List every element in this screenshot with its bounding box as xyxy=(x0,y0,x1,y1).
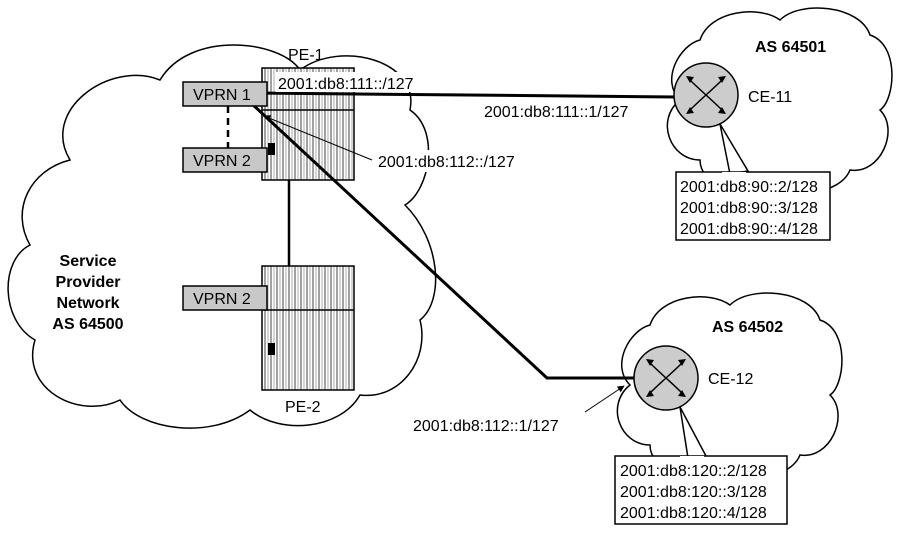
pe2-label: PE-2 xyxy=(285,399,321,416)
ce11-prefix-2: 2001:db8:90::3/128 xyxy=(680,200,818,217)
ce12-prefix-3: 2001:db8:120::4/128 xyxy=(620,505,767,522)
pe1-ce12-pe-address: 2001:db8:112::/127 xyxy=(378,154,515,171)
provider-label-3: Network xyxy=(56,295,119,312)
ce12-router xyxy=(633,345,699,411)
as64501-cloud xyxy=(666,7,893,193)
pe1-ce12-ce-address: 2001:db8:112::1/127 xyxy=(413,418,559,435)
link-label-bg-2 xyxy=(374,150,556,172)
pe2-vprn2-label: VPRN 2 xyxy=(193,291,251,308)
as64501-label: AS 64501 xyxy=(755,39,826,56)
ce12-label: CE-12 xyxy=(708,371,753,388)
as64502-cloud xyxy=(616,292,843,478)
pe1-ce12-address-arrow xyxy=(263,115,373,161)
ce11-prefix-3: 2001:db8:90::4/128 xyxy=(680,221,818,238)
pe1-vprn2-box[interactable] xyxy=(182,147,268,173)
pe1-vprn2-label: VPRN 2 xyxy=(193,153,251,170)
ce11-label: CE-11 xyxy=(748,89,792,106)
ce12-prefix-1: 2001:db8:120::2/128 xyxy=(620,463,767,480)
ce12-prefix-box xyxy=(614,455,788,525)
pe1-ce11-link xyxy=(249,91,678,99)
link-label-bg xyxy=(276,72,428,92)
ce12-prefix-2: 2001:db8:120::3/128 xyxy=(620,484,767,501)
pe1-vprn1-box[interactable] xyxy=(182,81,268,107)
ce11-router xyxy=(673,62,739,128)
pe1-ce12-link xyxy=(250,102,637,380)
provider-label-4: AS 64500 xyxy=(52,316,123,333)
pe1-ce11-ce-address: 2001:db8:111::1/127 xyxy=(484,104,629,121)
as64502-label: AS 64502 xyxy=(712,319,783,336)
ce11-prefix-1: 2001:db8:90::2/128 xyxy=(680,179,818,196)
pe1-vprn1-label: VPRN 1 xyxy=(193,87,251,104)
provider-label-1: Service xyxy=(60,253,117,270)
pe2-router xyxy=(261,265,355,391)
pe2-vprn2-box[interactable] xyxy=(182,285,268,311)
pe1-ce12-ce-address-arrow xyxy=(584,385,625,413)
pe1-ce11-pe-address: 2001:db8:111::/127 xyxy=(278,76,414,93)
pe1-label: PE-1 xyxy=(288,47,324,64)
provider-label-2: Provider xyxy=(56,274,121,291)
ce11-prefix-box xyxy=(675,171,831,241)
